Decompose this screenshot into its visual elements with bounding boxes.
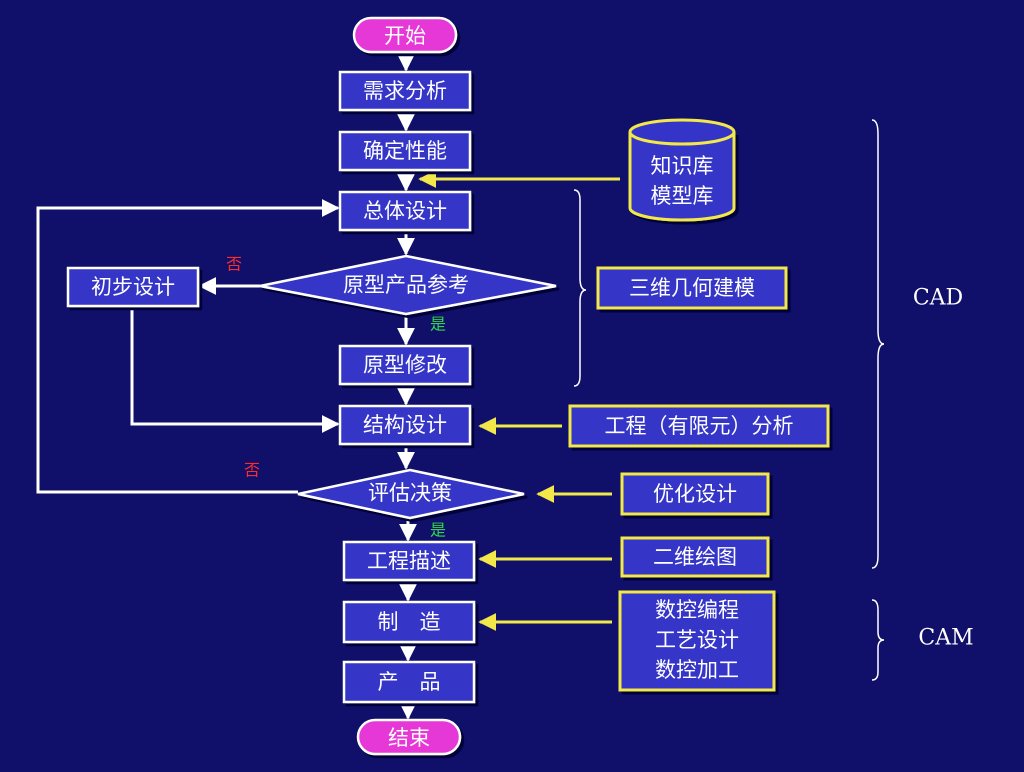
decision-prototype-ref: 原型产品参考 <box>259 254 557 316</box>
structure-design-label: 结构设计 <box>363 413 447 437</box>
process-requirements: 需求分析 <box>338 70 472 112</box>
manufacture-label: 制 造 <box>378 610 441 634</box>
prelim-design-label: 初步设计 <box>91 275 175 299</box>
product-label: 产 品 <box>378 670 441 694</box>
process-manufacture: 制 造 <box>342 600 476 644</box>
engineering-desc-label: 工程描述 <box>367 549 451 573</box>
branch-connectors <box>36 199 340 494</box>
drawing-2d-label: 二维绘图 <box>653 545 737 569</box>
start-node: 开始 <box>352 16 458 54</box>
cad-brace <box>871 119 885 569</box>
overall-design-label: 总体设计 <box>363 199 447 223</box>
main-connectors <box>397 52 417 720</box>
evaluation-label: 评估决策 <box>368 481 452 505</box>
prototype-ref-label: 原型产品参考 <box>343 273 469 297</box>
fea-label: 工程（有限元）分析 <box>605 414 794 438</box>
side-cam-tools: 数控编程 工艺设计 数控加工 <box>618 590 776 692</box>
process-performance: 确定性能 <box>338 130 472 172</box>
modeling-3d-label: 三维几何建模 <box>629 276 755 300</box>
cad-label: CAD <box>913 286 963 311</box>
end-label: 结束 <box>388 726 430 750</box>
cam-programming-label: 数控编程 <box>655 598 739 622</box>
cam-label: CAM <box>918 626 973 651</box>
decision-evaluation: 评估决策 <box>297 468 525 520</box>
process-engineering-desc: 工程描述 <box>342 540 476 582</box>
process-structure-design: 结构设计 <box>338 404 472 446</box>
arrow-prelim-to-structure <box>130 308 340 433</box>
no-label-prototype: 否 <box>226 255 242 274</box>
optimization-label: 优化设计 <box>653 482 737 506</box>
side-connectors <box>418 170 620 631</box>
no-label-evaluation: 否 <box>244 461 260 480</box>
process-product: 产 品 <box>342 660 476 704</box>
performance-label: 确定性能 <box>363 139 447 163</box>
end-node: 结束 <box>356 718 462 756</box>
knowledge-base-label: 知识库 <box>651 154 714 178</box>
side-modeling-3d: 三维几何建模 <box>596 266 788 310</box>
process-prototype-mod: 原型修改 <box>338 344 472 386</box>
side-optimization: 优化设计 <box>620 472 770 516</box>
start-label: 开始 <box>384 24 426 48</box>
side-fea: 工程（有限元）分析 <box>568 404 830 448</box>
side-drawing-2d: 二维绘图 <box>620 536 770 578</box>
model-base-label: 模型库 <box>651 184 714 208</box>
requirements-label: 需求分析 <box>363 79 447 103</box>
process-prelim-design: 初步设计 <box>66 266 200 308</box>
yes-label-prototype: 是 <box>430 315 446 334</box>
modeling-brace <box>573 189 587 387</box>
prototype-mod-label: 原型修改 <box>363 353 447 377</box>
yes-label-evaluation: 是 <box>430 521 446 540</box>
cam-brace <box>871 599 885 681</box>
arrow-evaluation-no-loop-to-overall <box>36 199 340 494</box>
process-design-label: 工艺设计 <box>655 628 739 652</box>
cnc-machining-label: 数控加工 <box>655 658 739 682</box>
knowledge-database-icon: 知识库 模型库 <box>628 118 736 222</box>
process-overall-design: 总体设计 <box>338 190 472 232</box>
